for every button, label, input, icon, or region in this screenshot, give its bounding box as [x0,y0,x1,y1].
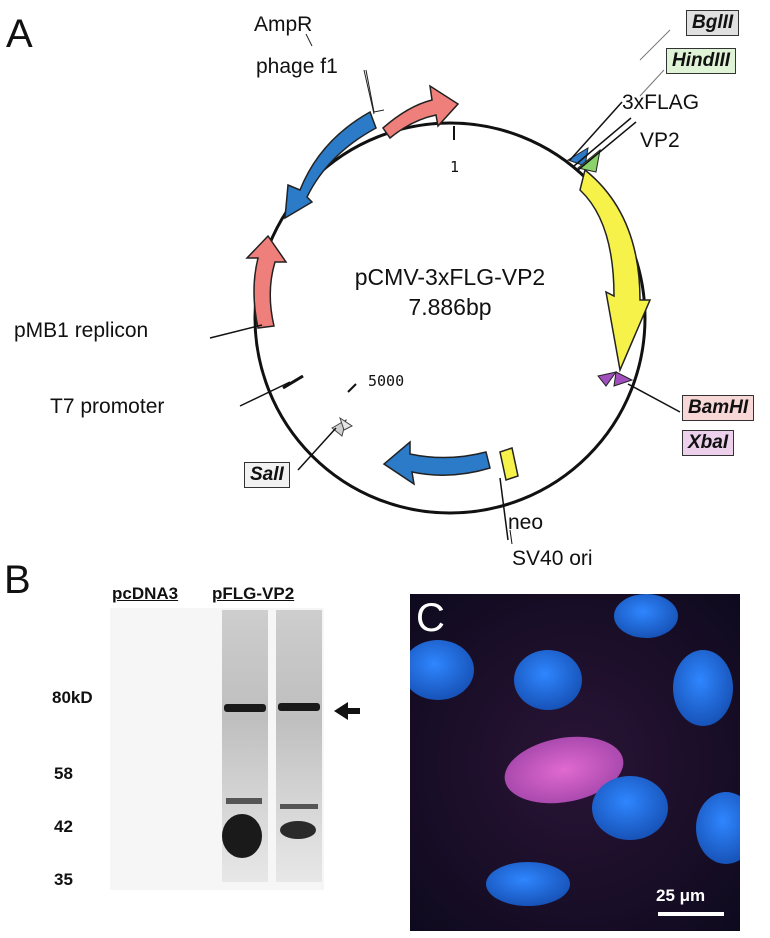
nucleus [486,862,570,906]
label-vp2: VP2 [640,129,680,152]
band-faint-lane4 [280,804,318,809]
site-bamhi: BamHI [682,395,755,421]
leader-t7 [239,381,291,407]
site-xbai: XbaI [682,430,735,456]
leader-ampr [305,33,313,47]
leader-hindiii [639,69,665,97]
band-80kd-lane4 [278,703,320,711]
panel-b-letter: B [4,558,31,602]
nucleus [614,594,678,638]
bamhi-triangle [597,371,618,387]
band-faint-lane3 [226,798,262,804]
nucleus [592,776,668,840]
plasmid-backbone [253,121,647,515]
marker-35: 35 [54,870,73,889]
band-lower-lane3 [222,814,262,858]
blot-membrane [110,608,324,890]
band-80kd-lane3 [224,704,266,712]
micrograph: C 25 μm [410,594,740,931]
label-neo: neo [508,511,544,534]
scale-bar-label: 25 μm [656,886,706,905]
scale-bar [658,912,724,916]
label-t7-promoter: T7 promoter [50,395,165,418]
nucleus [673,650,733,726]
leader-phage-b [363,69,375,115]
ampr-arrow [382,84,460,140]
nucleus [696,792,740,864]
position-marker-5000: 5000 [368,372,405,390]
xbai-triangle [613,371,634,387]
sali-triangle-2 [339,416,353,431]
leader-flag [569,101,623,161]
nucleus [410,640,474,700]
neo-arrow [382,440,491,486]
label-ampr: AmpR [254,13,313,36]
lane-label-pflg-vp2: pFLG-VP2 [212,584,295,603]
site-sali: SalI [244,462,290,488]
leader-pmb1 [209,324,263,339]
tick-5000 [347,383,357,393]
panel-c-letter: C [416,596,445,640]
leader-neo [499,477,509,541]
panel-a-letter: A [6,12,33,56]
position-marker-1: 1 [450,158,460,176]
leader-sali [297,427,337,471]
lane-label-pcdna3: pcDNA3 [112,584,179,603]
leader-bamhi [627,383,681,413]
blot-bands [222,610,322,882]
plasmid-size: 7.886bp [408,294,492,320]
sv40-block [499,447,519,481]
label-phage-f1: phage f1 [256,55,338,78]
leader-sv40 [509,529,513,545]
marker-80kd: 80kD [52,688,93,707]
pmb1-arrow [245,234,288,329]
nucleus-vp2-positive [504,736,624,804]
leader-bglii [639,29,671,61]
tick-t7 [282,374,304,390]
leader-vp2a [577,121,637,171]
lane-smear-4 [276,610,322,882]
label-sv40-ori: SV40 ori [512,547,593,570]
blue-arrow-top-left [284,110,377,220]
plasmid-name: pCMV-3xFLG-VP2 [354,264,546,290]
band-lower-lane4 [280,821,316,839]
marker-42: 42 [54,817,73,836]
label-3xflag: 3xFLAG [622,91,700,114]
site-hindiii: HindIII [666,48,737,74]
site-bglii: BglII [686,10,740,36]
vp2-arrow [579,168,652,373]
leader-vp2b [573,117,632,167]
label-pmb1-replicon: pMB1 replicon [14,319,149,342]
marker-58: 58 [54,764,73,783]
nucleus [514,650,582,710]
micrograph-cells [410,594,740,931]
